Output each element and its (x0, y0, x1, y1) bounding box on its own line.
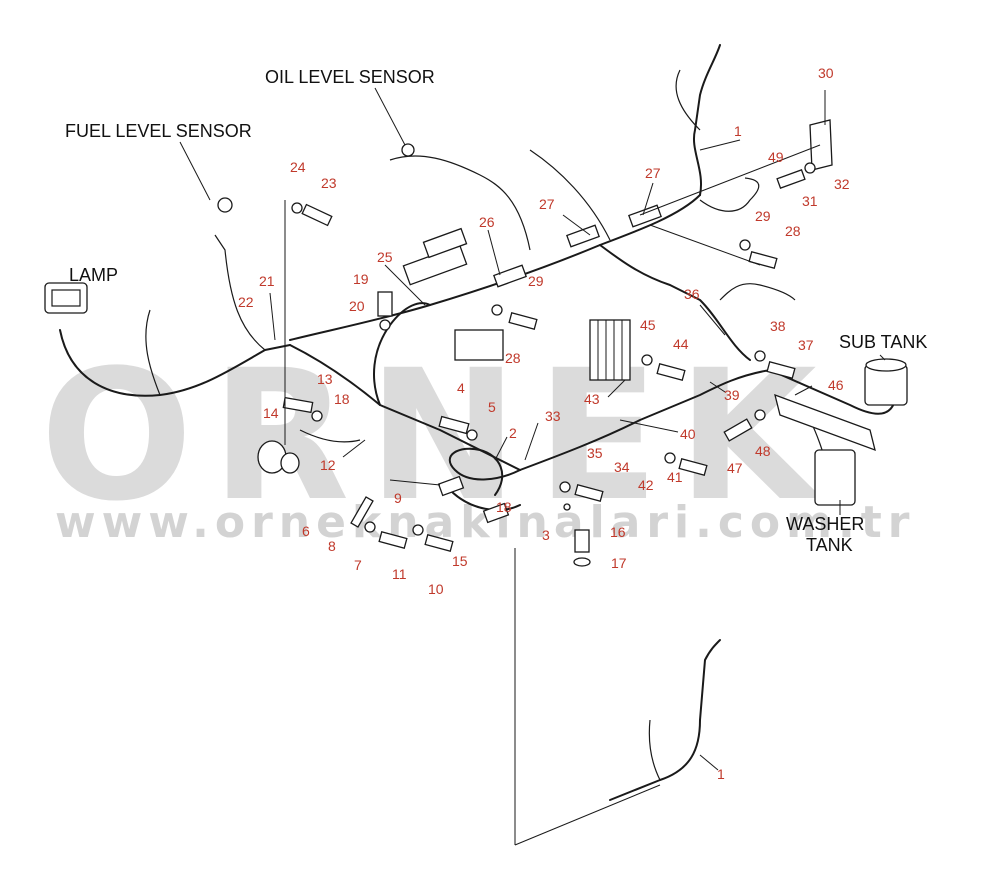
label-tank: TANK (806, 535, 853, 555)
callout-21: 21 (259, 273, 275, 289)
relay-box (454, 329, 504, 361)
sub-tank (864, 358, 908, 406)
callout-29: 29 (528, 273, 544, 289)
fuel-level-sensor (217, 197, 233, 213)
label-oil-level-sensor: OIL LEVEL SENSOR (265, 67, 435, 87)
callout-40: 40 (680, 426, 696, 442)
callout-26: 26 (479, 214, 495, 230)
callout-44: 44 (673, 336, 689, 352)
callout-9: 9 (394, 490, 402, 506)
label-leaders (179, 87, 886, 771)
harness-sheath (774, 393, 876, 452)
label-fuel-level-sensor: FUEL LEVEL SENSOR (65, 121, 252, 141)
callout-16: 16 (610, 524, 626, 540)
label-sub-tank: SUB TANK (839, 332, 927, 352)
callout-34: 34 (614, 459, 630, 475)
watermark: ORNEK www.orneknakinalari.com.tr (40, 332, 915, 548)
callout-15: 15 (452, 553, 468, 569)
clips (350, 204, 662, 528)
callout-33: 33 (545, 408, 561, 424)
callout-36: 36 (684, 286, 700, 302)
callout-19: 19 (353, 271, 369, 287)
callout-32: 32 (834, 176, 850, 192)
callout-22: 22 (238, 294, 254, 310)
callout-1: 1 (734, 123, 742, 139)
connector-cluster (402, 227, 468, 286)
watermark-url: www.orneknakinalari.com.tr (55, 497, 915, 548)
fuse-block (589, 319, 631, 381)
callout-7: 7 (354, 557, 362, 573)
callout-49: 49 (768, 149, 784, 165)
washer-tank (814, 449, 856, 506)
callout-28: 28 (505, 350, 521, 366)
callout-28: 28 (785, 223, 801, 239)
callout-45: 45 (640, 317, 656, 333)
callout-20: 20 (349, 298, 365, 314)
callout-27: 27 (539, 196, 555, 212)
callout-3: 3 (542, 527, 550, 543)
callout-35: 35 (587, 445, 603, 461)
callout-17: 17 (611, 555, 627, 571)
callout-24: 24 (290, 159, 306, 175)
callout-5: 5 (488, 399, 496, 415)
label-lamp: LAMP (69, 265, 118, 285)
callout-29: 29 (755, 208, 771, 224)
callout-48: 48 (755, 443, 771, 459)
work-lamp (44, 282, 88, 314)
callout-47: 47 (727, 460, 743, 476)
callout-10: 10 (428, 581, 444, 597)
components (44, 90, 908, 846)
callout-13: 13 (317, 371, 333, 387)
component-labels: OIL LEVEL SENSOR FUEL LEVEL SENSOR LAMP … (65, 67, 927, 555)
callout-39: 39 (724, 387, 740, 403)
callout-23: 23 (321, 175, 337, 191)
callout-30: 30 (818, 65, 834, 81)
callout-27: 27 (645, 165, 661, 181)
callout-18: 18 (334, 391, 350, 407)
washers (291, 162, 816, 567)
callout-6: 6 (302, 523, 310, 539)
callout-38: 38 (770, 318, 786, 334)
callout-31: 31 (802, 193, 818, 209)
callout-2: 2 (509, 425, 517, 441)
callout-numbers: 1 1 2 3 4 5 6 7 8 9 10 11 12 13 14 15 16… (238, 65, 850, 782)
callout-41: 41 (667, 469, 683, 485)
callout-25: 25 (377, 249, 393, 265)
oil-level-sensor (401, 143, 415, 157)
label-washer: WASHER (786, 514, 864, 534)
callout-46: 46 (828, 377, 844, 393)
callout-11: 11 (392, 566, 407, 582)
callout-42: 42 (638, 477, 654, 493)
bracket-plate (809, 119, 833, 171)
callout-1: 1 (717, 766, 725, 782)
callout-8: 8 (328, 538, 336, 554)
callout-18: 18 (496, 499, 512, 515)
callout-37: 37 (798, 337, 814, 353)
bolts (282, 169, 806, 553)
callout-4: 4 (457, 380, 465, 396)
watermark-brand: ORNEK (40, 332, 835, 541)
callout-12: 12 (320, 457, 336, 473)
callout-14: 14 (263, 405, 279, 421)
callout-43: 43 (584, 391, 600, 407)
